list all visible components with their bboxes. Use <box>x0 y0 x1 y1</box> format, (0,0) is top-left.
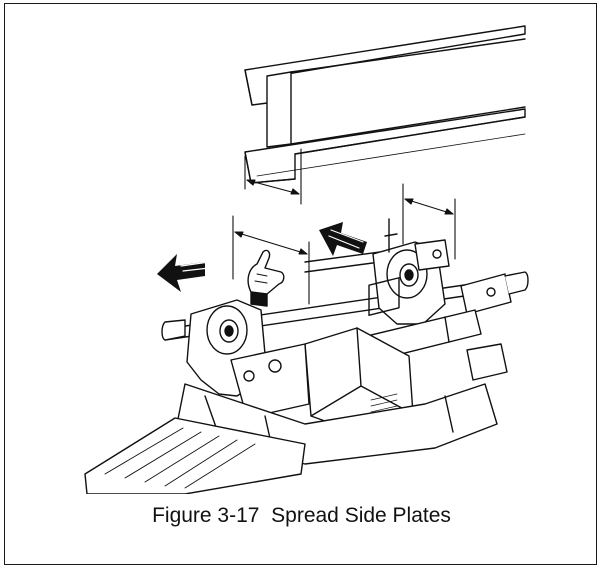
figure-caption: Figure 3-17 Spread Side Plates <box>152 504 451 527</box>
arrow-right-icon <box>319 222 367 256</box>
figure-frame: Figure 3-17 Spread Side Plates <box>4 3 597 565</box>
pointing-hand-icon <box>247 249 285 307</box>
dimension-lines <box>232 148 456 305</box>
spread-side-plates-illustration <box>84 25 529 494</box>
side-plate-mechanism <box>84 218 529 494</box>
arrow-left-icon <box>157 254 210 292</box>
i-beam <box>244 25 526 184</box>
